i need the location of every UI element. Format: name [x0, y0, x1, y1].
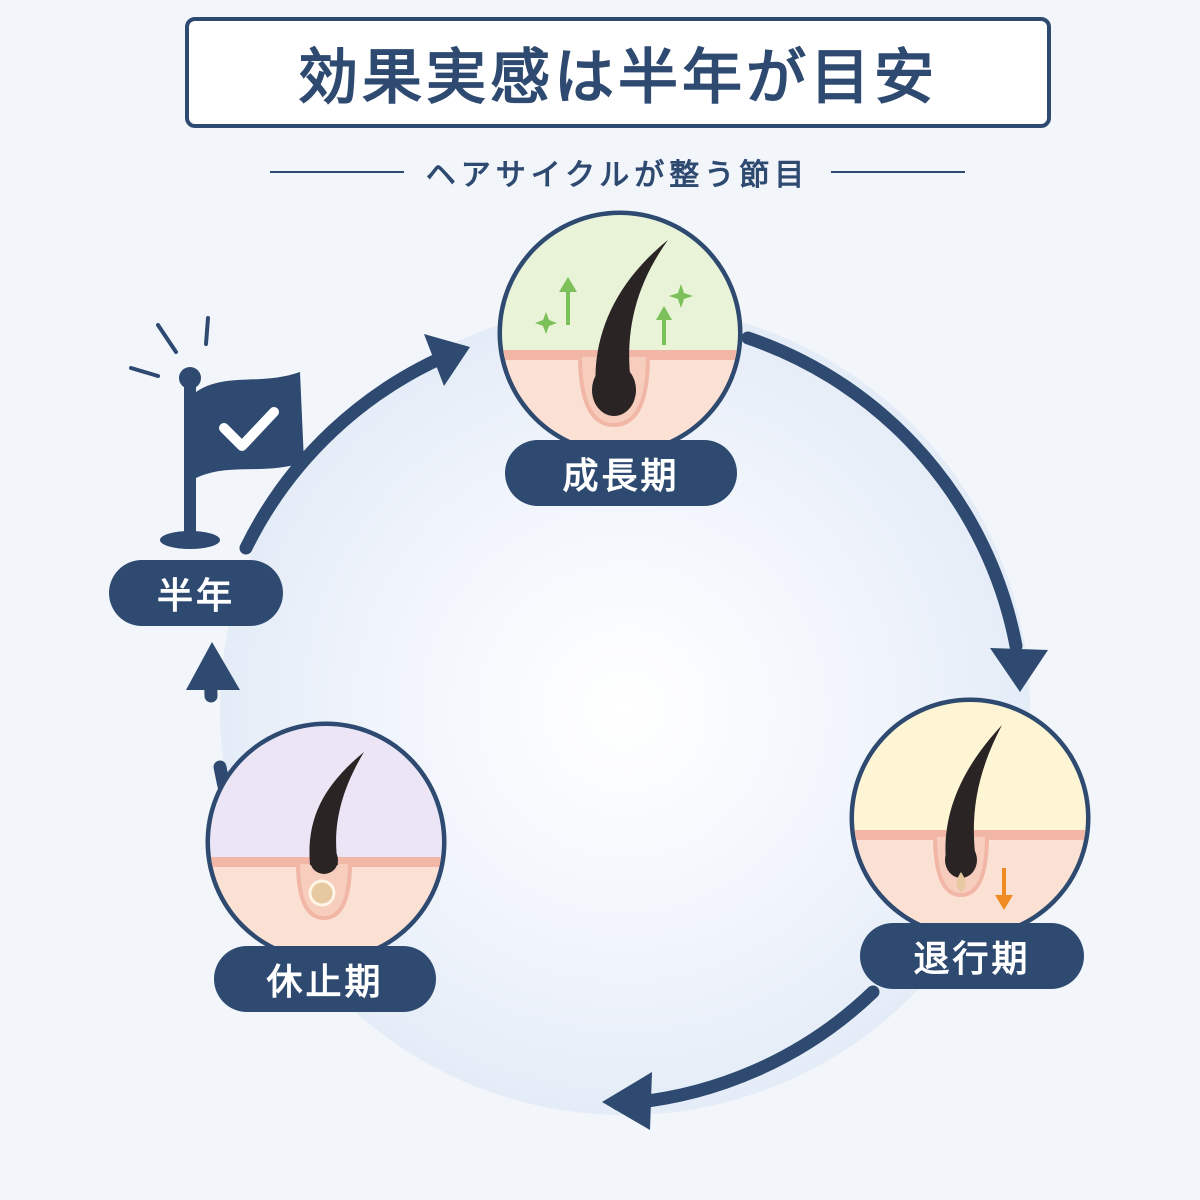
catagen-hair-bulb — [945, 842, 977, 878]
phase-rest — [205, 721, 447, 963]
hair-regressing-icon — [945, 725, 1002, 862]
arc-catagen-to-rest — [611, 985, 880, 1111]
arrowhead-to-growth — [424, 334, 470, 386]
subtitle-right-rule — [831, 171, 965, 173]
label-milestone: 半年 — [109, 560, 283, 626]
subtitle-text: ヘアサイクルが整う節目 — [425, 158, 810, 193]
arc-milestone-to-growth — [239, 345, 462, 555]
label-growth-phase: 成長期 — [505, 440, 737, 506]
sparkle-icon — [669, 284, 693, 308]
down-arrow-icon — [995, 868, 1013, 910]
flagpole — [184, 385, 196, 535]
title-box: 効果実感は半年が目安 — [185, 17, 1051, 128]
up-arrow-head-icon — [656, 306, 672, 320]
rest-papilla — [308, 879, 336, 907]
sparkle-icon — [535, 312, 557, 334]
arrowhead-to-milestone — [186, 642, 240, 690]
growth-hair-bulb — [592, 364, 636, 416]
hair-resting-icon — [309, 752, 364, 865]
flagpole-knob — [179, 367, 201, 389]
arrowhead-to-catagen — [990, 648, 1048, 692]
catagen-papilla — [956, 872, 966, 892]
subtitle-row: ヘアサイクルが整う節目 — [270, 150, 965, 194]
checkered-flag-icon — [129, 316, 304, 549]
label-catagen-phase: 退行期 — [860, 923, 1084, 989]
flag-base — [160, 531, 220, 549]
growth-up-arrows — [535, 277, 693, 345]
label-rest-phase: 休止期 — [214, 946, 436, 1012]
rest-hair-root — [310, 846, 338, 874]
hair-growing-icon — [595, 240, 668, 390]
flag-cloth — [196, 372, 304, 478]
arc-growth-to-catagen — [741, 331, 1023, 653]
flag-shine-lines — [129, 316, 210, 378]
page-title: 効果実感は半年が目安 — [298, 43, 938, 113]
check-icon — [219, 407, 279, 451]
subtitle-left-rule — [270, 171, 404, 173]
arrowheads — [186, 334, 1048, 1130]
up-arrow-head-icon — [559, 277, 577, 292]
arrowhead-to-rest — [602, 1072, 652, 1130]
phase-catagen — [849, 697, 1091, 939]
